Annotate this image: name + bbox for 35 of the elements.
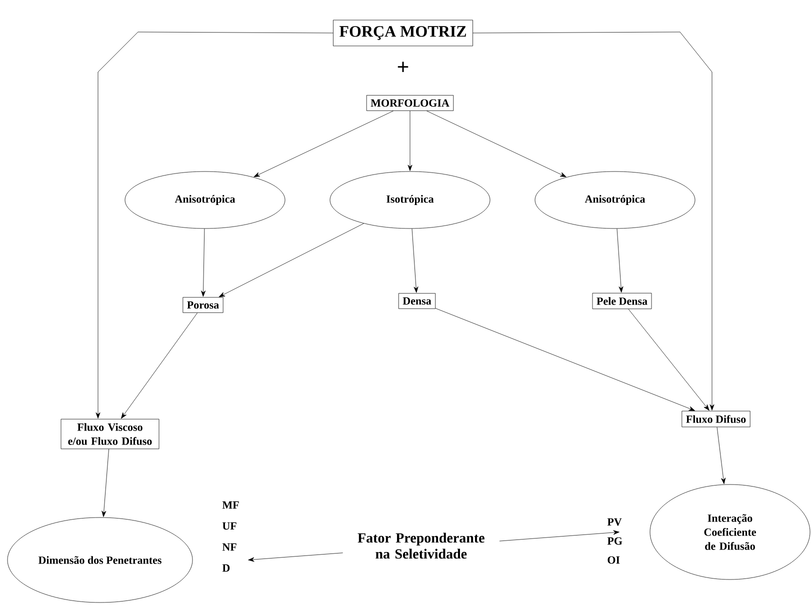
process-box: Fluxo Viscoso e/ou Fluxo Difuso — [60, 418, 160, 450]
ellipse-node: Interação Coeficiente de Difusão — [650, 484, 810, 580]
process-box: FORÇA MOTRIZ — [333, 20, 473, 46]
side-label: PG — [607, 537, 622, 545]
side-label: PV — [607, 518, 622, 526]
side-label: NF — [222, 543, 236, 551]
arrow — [102, 448, 109, 517]
arrow — [254, 110, 394, 178]
plus-sign: + — [398, 62, 408, 72]
side-label: UF — [222, 522, 236, 530]
side-label: OI — [608, 556, 620, 564]
arrow — [426, 110, 566, 178]
arrow — [616, 228, 624, 293]
arrow — [96, 32, 334, 419]
ellipse-node: Isotrópica — [330, 171, 490, 229]
arrow — [412, 228, 418, 293]
ellipse-node: Anisotrópica — [124, 171, 286, 229]
process-box: Densa — [398, 293, 436, 309]
arrow — [408, 110, 412, 171]
process-box: Pele Densa — [592, 292, 652, 310]
edge-label: Fator Preponderante na Seletividade — [342, 529, 500, 562]
side-label: MF — [222, 501, 239, 509]
process-box: MORFOLOGIA — [366, 95, 454, 111]
process-box: Porosa — [182, 297, 224, 313]
arrow — [472, 32, 714, 410]
arrow — [218, 223, 364, 298]
arrow — [121, 312, 198, 419]
arrow — [628, 308, 710, 411]
arrow — [716, 426, 726, 484]
ellipse-node: Anisotrópica — [534, 171, 696, 229]
arrow — [435, 308, 696, 411]
process-box: Fluxo Difuso — [682, 410, 750, 428]
arrow — [201, 228, 206, 297]
side-label: D — [222, 564, 230, 572]
ellipse-node: Dimensão dos Penetrantes — [7, 517, 193, 603]
